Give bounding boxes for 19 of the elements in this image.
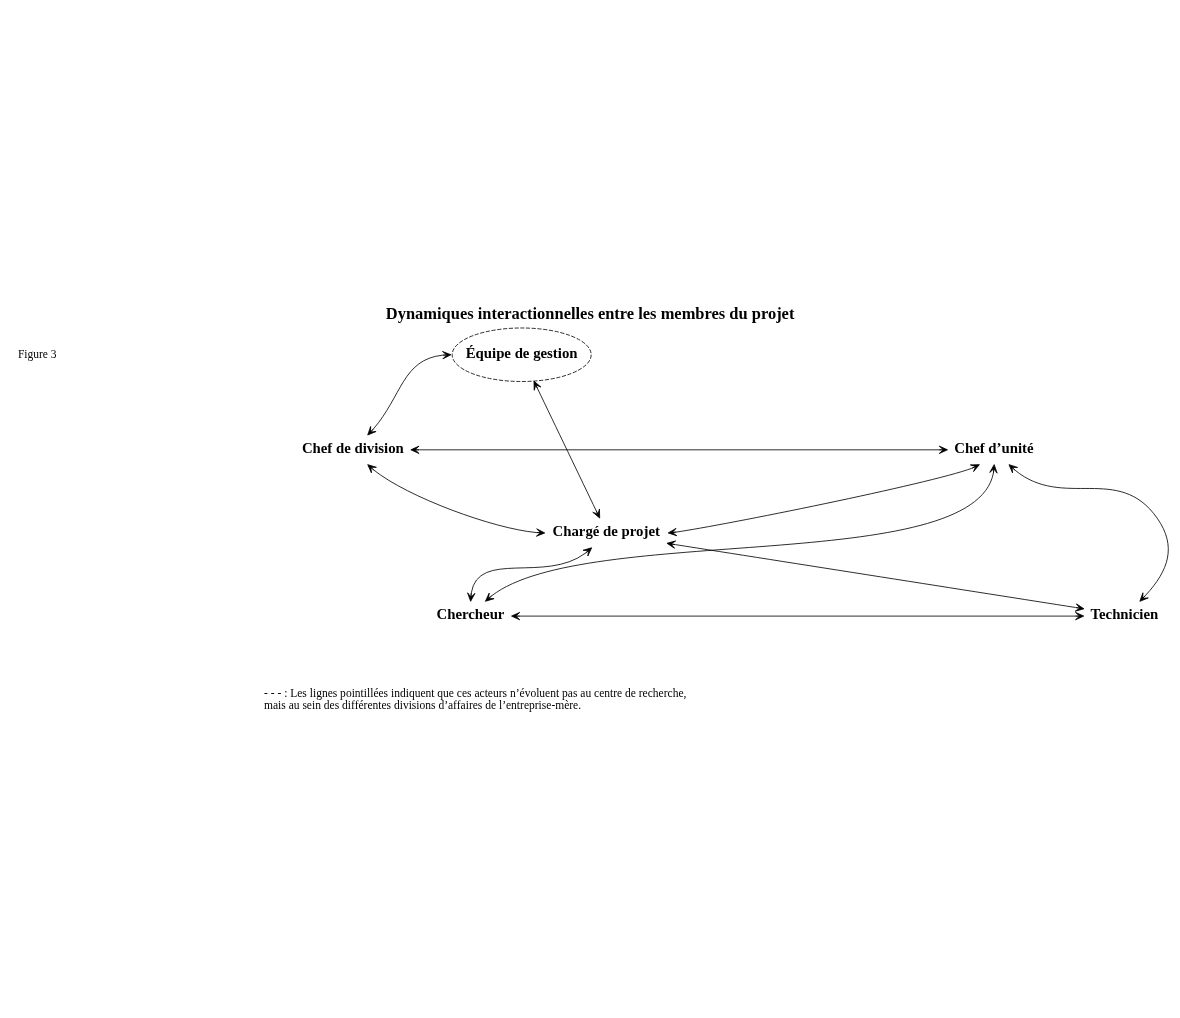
node-text: Chercheur bbox=[436, 605, 505, 622]
arrow bbox=[367, 350, 452, 435]
node-ellipse: Équipe de gestion bbox=[451, 327, 592, 382]
label: Figure 3 bbox=[17, 347, 57, 360]
arrow bbox=[467, 546, 593, 602]
node-text: Chef de division bbox=[301, 439, 404, 456]
label: - - - : Les lignes pointillées indiquent que ces acteurs n’évoluent pas au centre de recherche, mais au sein des différentes divisions d’affaires de l’entreprise-mère. bbox=[264, 686, 687, 711]
arrow bbox=[410, 445, 948, 454]
arrow bbox=[511, 611, 1085, 620]
arrow bbox=[533, 380, 601, 518]
arrow bbox=[1008, 463, 1169, 602]
arrow bbox=[666, 540, 1085, 612]
arrow bbox=[485, 463, 998, 602]
node-text: Technicien bbox=[1090, 605, 1159, 622]
arrow bbox=[367, 463, 546, 537]
arrow bbox=[667, 463, 980, 536]
diagram-title: Dynamiques interactionnelles entre les membres du projet bbox=[385, 303, 795, 323]
node-text: Chargé de projet bbox=[552, 522, 660, 539]
node-text: Chef d’unité bbox=[954, 439, 1034, 456]
